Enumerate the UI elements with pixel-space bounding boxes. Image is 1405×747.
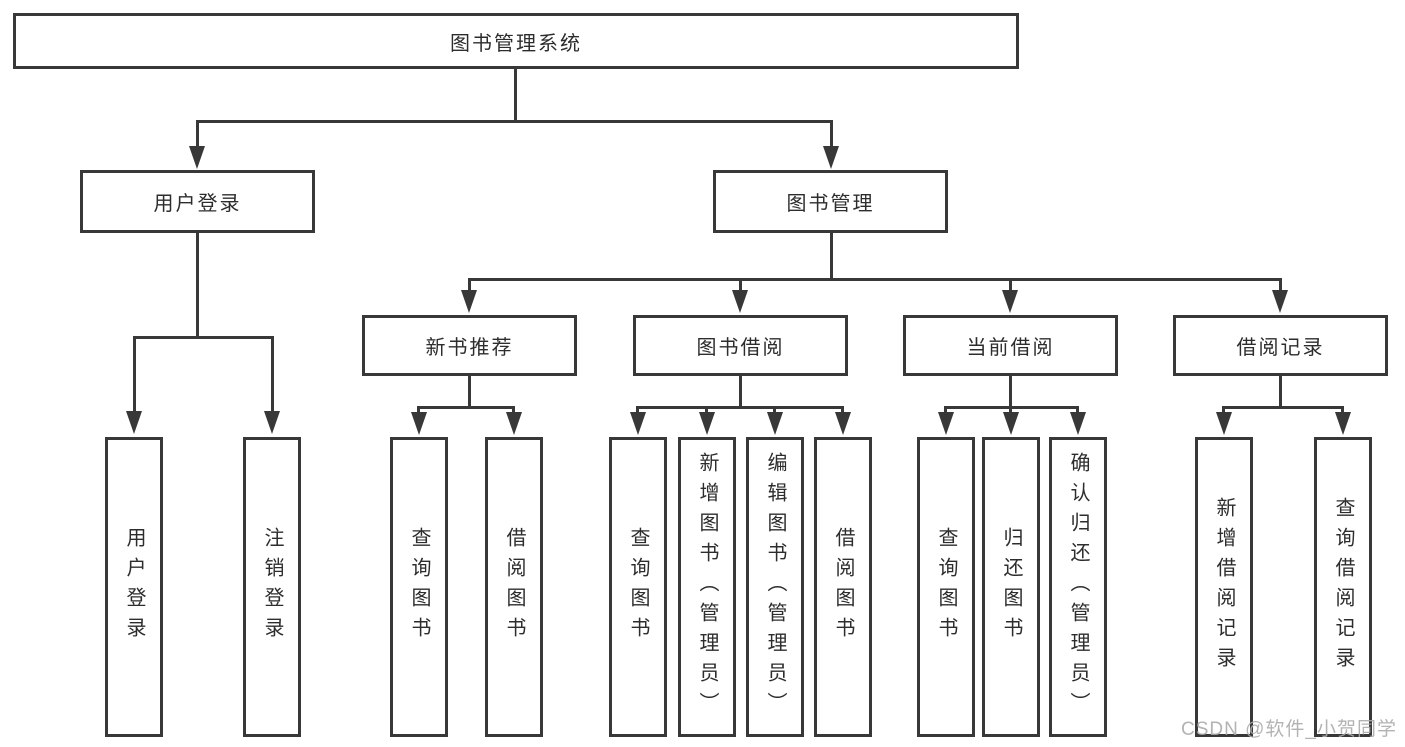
leaf-label: 新增图书（管理员） xyxy=(696,452,718,722)
connector-line xyxy=(705,406,708,414)
leaf-label: 查询图书 xyxy=(408,527,430,647)
leaf-label: 查询借阅记录 xyxy=(1332,497,1354,677)
leaf-query-books-borrowing: 查询图书 xyxy=(609,437,667,737)
connector-line xyxy=(1222,406,1343,409)
arrow-down-icon xyxy=(126,411,142,434)
connector-line xyxy=(417,406,420,414)
connector-line xyxy=(271,336,274,413)
connector-line xyxy=(1222,406,1225,414)
csdn-watermark: CSDN @软件_小贺同学 xyxy=(1181,719,1397,740)
arrow-down-icon xyxy=(1272,290,1288,313)
connector-line xyxy=(739,278,742,292)
leaf-add-book-admin: 新增图书（管理员） xyxy=(678,437,736,737)
connector-line xyxy=(196,233,199,337)
arrow-down-icon xyxy=(630,412,646,435)
connector-line xyxy=(636,406,639,414)
leaf-label: 新增借阅记录 xyxy=(1213,497,1235,677)
connector-line xyxy=(1341,406,1344,414)
arrow-down-icon xyxy=(1335,412,1351,435)
node-borrowing-records: 借阅记录 xyxy=(1173,315,1388,376)
arrow-down-icon xyxy=(264,411,280,434)
connector-line xyxy=(1009,376,1012,407)
connector-line xyxy=(1009,278,1012,292)
node-label: 图书管理系统 xyxy=(450,32,582,55)
arrow-down-icon xyxy=(1070,412,1086,435)
leaf-borrow-books-borrowing: 借阅图书 xyxy=(814,437,872,737)
node-label: 图书借阅 xyxy=(696,337,785,359)
connector-line xyxy=(512,406,515,414)
node-book-borrowing: 图书借阅 xyxy=(633,315,848,376)
connector-line xyxy=(196,120,833,123)
connector-line xyxy=(944,406,947,414)
leaf-label: 查询图书 xyxy=(935,527,957,647)
connector-line xyxy=(468,278,1282,281)
connector-line xyxy=(1279,278,1282,292)
arrow-down-icon xyxy=(823,146,839,169)
leaf-return-book: 归还图书 xyxy=(982,437,1040,737)
arrow-down-icon xyxy=(767,412,783,435)
leaf-query-books-current: 查询图书 xyxy=(917,437,975,737)
connector-line xyxy=(830,120,833,147)
leaf-borrow-books-recommend: 借阅图书 xyxy=(485,437,543,737)
node-current-borrowing: 当前借阅 xyxy=(903,315,1118,376)
arrow-down-icon xyxy=(1216,412,1232,435)
node-label: 用户登录 xyxy=(153,193,242,215)
arrow-down-icon xyxy=(461,290,477,313)
node-label: 当前借阅 xyxy=(966,337,1055,359)
leaf-user-login: 用户登录 xyxy=(105,437,163,737)
leaf-label: 借阅图书 xyxy=(503,527,525,647)
connector-line xyxy=(841,406,844,414)
node-label: 图书管理 xyxy=(786,193,875,215)
leaf-label: 用户登录 xyxy=(123,527,145,647)
leaf-label: 确认归还（管理员） xyxy=(1067,452,1089,722)
leaf-confirm-return-admin: 确认归还（管理员） xyxy=(1049,437,1107,737)
arrow-down-icon xyxy=(835,412,851,435)
leaf-label: 归还图书 xyxy=(1000,527,1022,647)
connector-line xyxy=(830,233,833,279)
node-new-book-recommendation: 新书推荐 xyxy=(362,315,577,376)
connector-line xyxy=(133,336,136,413)
connector-line xyxy=(417,406,515,409)
connector-line xyxy=(636,406,843,409)
node-user-login: 用户登录 xyxy=(80,170,315,233)
leaf-label: 查询图书 xyxy=(627,527,649,647)
arrow-down-icon xyxy=(1003,412,1019,435)
connector-line xyxy=(1076,406,1079,414)
connector-line xyxy=(133,336,274,339)
connector-line xyxy=(468,278,471,292)
node-library-management-system: 图书管理系统 xyxy=(13,13,1019,69)
leaf-label: 编辑图书（管理员） xyxy=(764,452,786,722)
arrow-down-icon xyxy=(1002,290,1018,313)
connector-line xyxy=(739,376,742,407)
leaf-label: 借阅图书 xyxy=(832,527,854,647)
arrow-down-icon xyxy=(732,290,748,313)
arrow-down-icon xyxy=(699,412,715,435)
leaf-label: 注销登录 xyxy=(261,527,283,647)
connector-line xyxy=(1279,376,1282,407)
connector-line xyxy=(773,406,776,414)
arrow-down-icon xyxy=(938,412,954,435)
node-label: 借阅记录 xyxy=(1236,337,1325,359)
connector-line xyxy=(1009,406,1012,414)
arrow-down-icon xyxy=(506,412,522,435)
leaf-add-borrow-record: 新增借阅记录 xyxy=(1195,437,1253,737)
arrow-down-icon xyxy=(411,412,427,435)
leaf-edit-book-admin: 编辑图书（管理员） xyxy=(746,437,804,737)
arrow-down-icon xyxy=(189,146,205,169)
connector-line xyxy=(196,120,199,147)
connector-line xyxy=(514,69,517,121)
node-book-management: 图书管理 xyxy=(713,170,948,233)
leaf-logout: 注销登录 xyxy=(243,437,301,737)
connector-line xyxy=(468,376,471,407)
leaf-query-books-recommend: 查询图书 xyxy=(390,437,448,737)
leaf-query-borrow-record: 查询借阅记录 xyxy=(1314,437,1372,737)
node-label: 新书推荐 xyxy=(425,337,514,359)
